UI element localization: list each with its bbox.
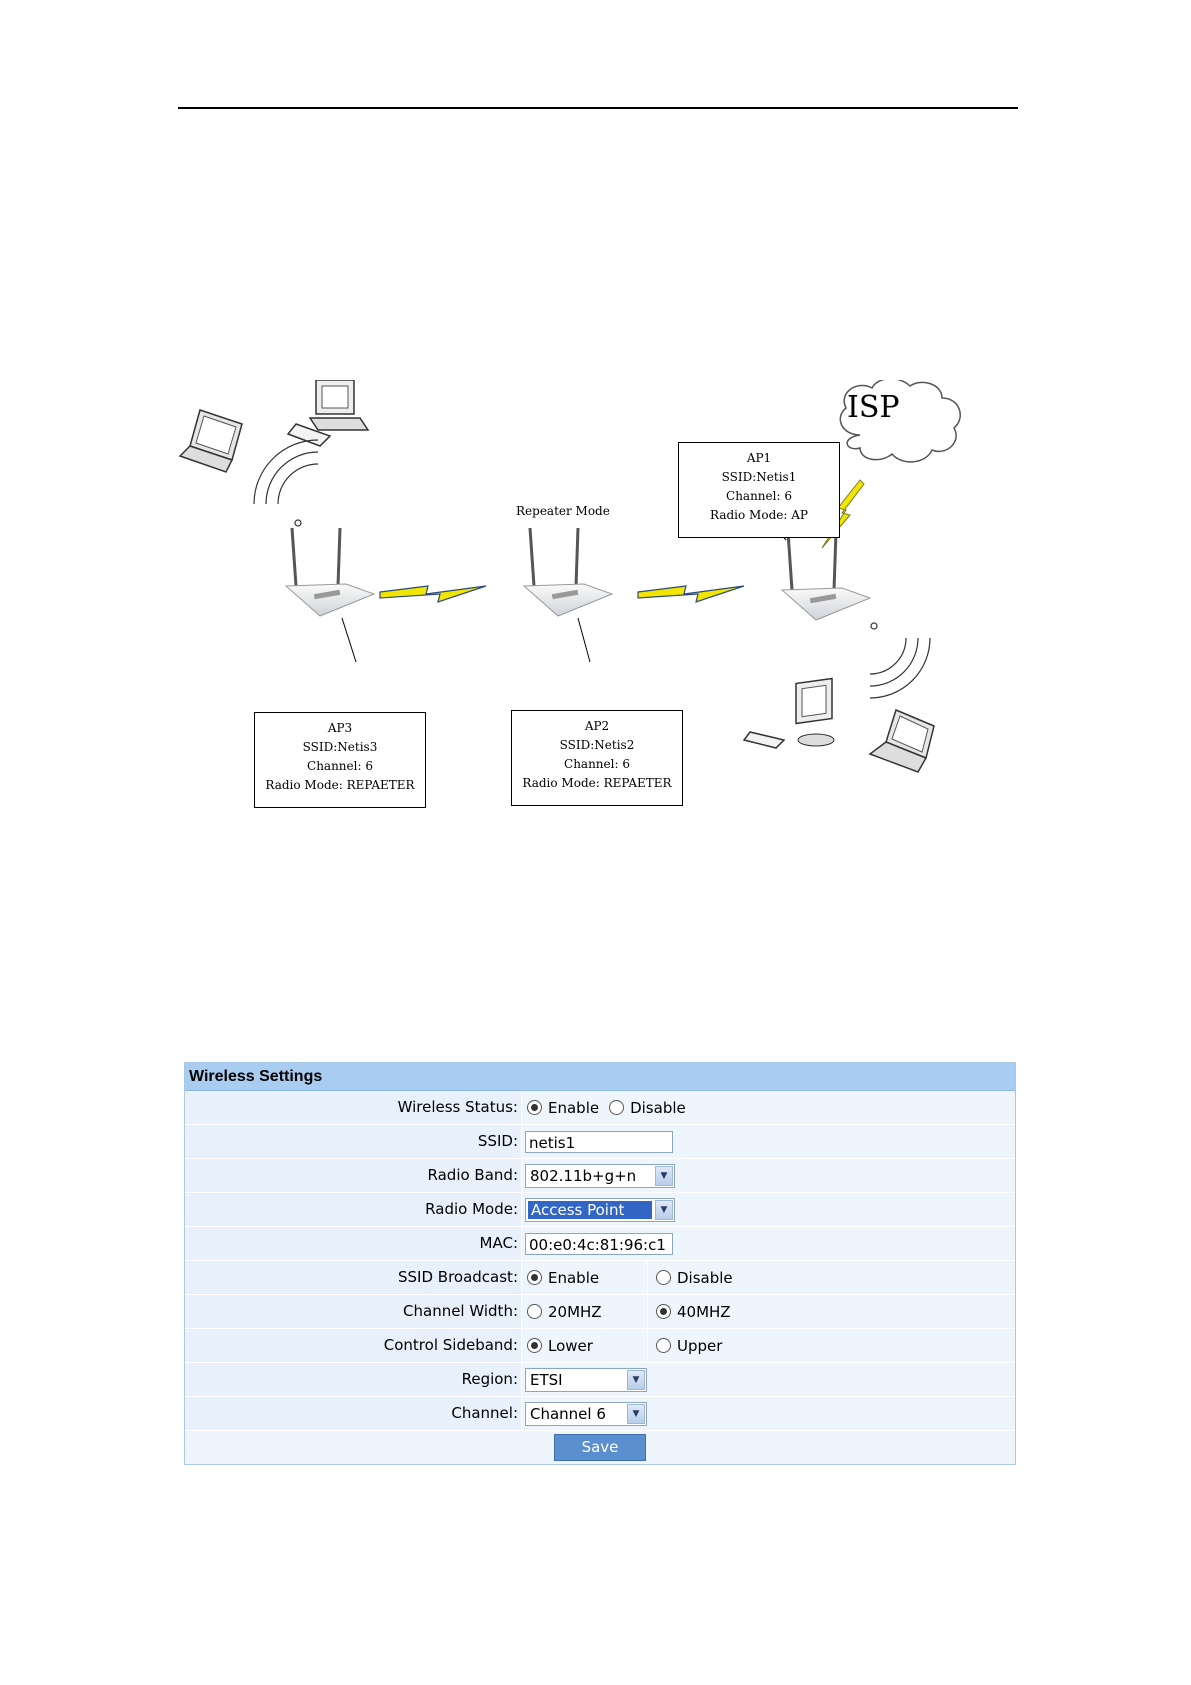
mac-input[interactable]: 00:e0:4c:81:96:c1	[525, 1232, 673, 1255]
ssid-broadcast-disable-text: Disable	[677, 1268, 733, 1287]
header-rule	[178, 107, 1018, 109]
radio-band-label: Radio Band:	[185, 1159, 522, 1192]
ssid-broadcast-disable-radio[interactable]	[656, 1270, 671, 1285]
region-select[interactable]: ETSI ▼	[525, 1367, 647, 1392]
wireless-status-enable-text: Enable	[548, 1098, 600, 1117]
ap1-channel: Channel: 6	[726, 489, 792, 503]
ap3-info-box: AP3 SSID:Netis3 Channel: 6 Radio Mode: R…	[254, 712, 426, 808]
ap3-name: AP3	[327, 721, 353, 735]
channel-label: Channel:	[185, 1397, 522, 1430]
wireless-status-label: Wireless Status:	[185, 1091, 522, 1124]
control-sideband-upper-radio[interactable]	[656, 1338, 671, 1353]
channel-width-40mhz-radio[interactable]	[656, 1304, 671, 1319]
radio-mode-row: Radio Mode: Access Point ▼	[185, 1193, 1015, 1227]
control-sideband-upper-text: Upper	[677, 1336, 723, 1355]
repeater-mode-label: Repeater Mode	[516, 504, 610, 518]
ap2-channel: Channel: 6	[564, 757, 630, 771]
ssid-broadcast-row: SSID Broadcast: Enable Disable	[185, 1261, 1015, 1295]
ap2-mode: Radio Mode: REPAETER	[522, 776, 672, 790]
chevron-down-icon: ▼	[627, 1403, 645, 1424]
save-button[interactable]: Save	[554, 1434, 646, 1461]
wireless-status-enable-radio[interactable]	[527, 1100, 542, 1115]
chevron-down-icon: ▼	[655, 1199, 673, 1220]
ssid-row: SSID: netis1	[185, 1125, 1015, 1159]
chevron-down-icon: ▼	[627, 1369, 645, 1390]
ap1-name: AP1	[746, 451, 772, 465]
ap3-channel: Channel: 6	[307, 759, 373, 773]
radio-band-value: 802.11b+g+n	[530, 1166, 637, 1185]
ap1-info-box: AP1 SSID:Netis1 Channel: 6 Radio Mode: A…	[678, 442, 840, 538]
ssid-label: SSID:	[185, 1125, 522, 1158]
ssid-broadcast-label: SSID Broadcast:	[185, 1261, 522, 1294]
router-ap1-icon	[780, 531, 872, 621]
ap3-ssid: SSID:Netis3	[302, 740, 378, 754]
channel-select[interactable]: Channel 6 ▼	[525, 1401, 647, 1426]
desktop-computer-icon	[742, 677, 835, 749]
channel-width-row: Channel Width: 20MHZ 40MHZ	[185, 1295, 1015, 1329]
ssid-broadcast-enable-text: Enable	[548, 1268, 600, 1287]
ap2-info-box: AP2 SSID:Netis2 Channel: 6 Radio Mode: R…	[511, 710, 683, 806]
wireless-status-disable-radio[interactable]	[609, 1100, 625, 1115]
router-ap2-icon	[522, 527, 614, 617]
network-diagram: ISP Repeater Mode AP1 SSID:Netis1 Channe…	[170, 380, 1030, 840]
channel-width-20mhz-radio[interactable]	[527, 1304, 542, 1319]
wireless-link-ap3-ap2	[379, 585, 487, 603]
laptop-icon	[178, 409, 243, 473]
panel-title: Wireless Settings	[185, 1063, 1015, 1091]
ap1-ssid: SSID:Netis1	[721, 470, 797, 484]
ap1-mode: Radio Mode: AP	[710, 508, 808, 522]
laptop-icon	[868, 708, 935, 773]
isp-cloud-icon	[839, 380, 961, 463]
ap3-mode: Radio Mode: REPAETER	[265, 778, 415, 792]
ssid-input[interactable]: netis1	[525, 1130, 673, 1153]
wifi-signal-icon	[253, 439, 319, 527]
radio-band-row: Radio Band: 802.11b+g+n ▼	[185, 1159, 1015, 1193]
radio-mode-value: Access Point	[528, 1200, 652, 1219]
radio-mode-select[interactable]: Access Point ▼	[525, 1197, 675, 1222]
save-row: Save	[185, 1431, 1015, 1464]
wireless-settings-panel: Wireless Settings Wireless Status: Enabl…	[184, 1062, 1016, 1465]
ap2-name: AP2	[584, 719, 610, 733]
isp-label: ISP	[847, 390, 900, 425]
ap2-ssid: SSID:Netis2	[559, 738, 635, 752]
channel-width-20mhz-text: 20MHZ	[548, 1302, 602, 1321]
radio-band-select[interactable]: 802.11b+g+n ▼	[525, 1163, 675, 1188]
wireless-status-row: Wireless Status: Enable Disable	[185, 1091, 1015, 1125]
control-sideband-row: Control Sideband: Lower Upper	[185, 1329, 1015, 1363]
wireless-link-ap2-ap1	[637, 585, 745, 603]
diagram-graphics	[178, 380, 961, 773]
chevron-down-icon: ▼	[655, 1165, 673, 1186]
channel-width-label: Channel Width:	[185, 1295, 522, 1328]
radio-mode-label: Radio Mode:	[185, 1193, 522, 1226]
channel-width-40mhz-text: 40MHZ	[677, 1302, 731, 1321]
channel-row: Channel: Channel 6 ▼	[185, 1397, 1015, 1431]
mac-row: MAC: 00:e0:4c:81:96:c1	[185, 1227, 1015, 1261]
ssid-broadcast-enable-radio[interactable]	[527, 1270, 542, 1285]
region-value: ETSI	[530, 1370, 563, 1389]
wifi-signal-icon	[869, 622, 931, 699]
control-sideband-lower-radio[interactable]	[527, 1338, 542, 1353]
router-ap3-icon	[284, 527, 376, 617]
control-sideband-label: Control Sideband:	[185, 1329, 522, 1362]
region-row: Region: ETSI ▼	[185, 1363, 1015, 1397]
mac-label: MAC:	[185, 1227, 522, 1260]
region-label: Region:	[185, 1363, 522, 1396]
channel-value: Channel 6	[530, 1404, 606, 1423]
control-sideband-lower-text: Lower	[548, 1336, 593, 1355]
wireless-status-disable-text: Disable	[630, 1098, 686, 1117]
desktop-computer-icon	[286, 380, 370, 447]
